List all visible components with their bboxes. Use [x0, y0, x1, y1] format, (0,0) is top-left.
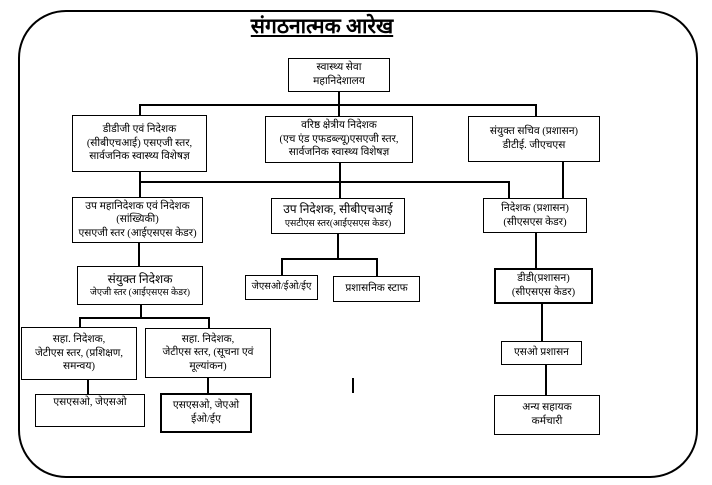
connector-drop-ad-info — [208, 317, 210, 329]
connector-drop-jso — [281, 258, 283, 276]
label-line: जेटीएस स्तर, (सूचना एवं — [162, 347, 254, 359]
connector-adtraining-to-sso — [87, 379, 89, 395]
label-line: एसटीएस स्तर(आईएसएस केडर) — [284, 218, 392, 229]
node-ad-info: सहा. निदेशक, जेटीएस स्तर, (सूचना एवं मूल… — [145, 328, 271, 378]
label-line: एसएसओ, जेएओ — [172, 400, 240, 412]
label-line: निदेशक (प्रशासन) — [501, 202, 569, 214]
node-sso-jso: एसएसओ, जेएसओ — [35, 394, 145, 427]
label-line: (सीएसएस केडर) — [503, 216, 567, 228]
node-ddg-cbhi: डीडीजी एवं निदेशक (सीबीएचआई) एसएजी स्तर,… — [72, 115, 207, 172]
label-line: सहा. निदेशक, — [181, 333, 235, 345]
label-line: (एच एंड एफडब्ल्यू)एसएजी स्तर, — [279, 133, 399, 145]
node-other-staff: अन्य सहायक कर्मचारी — [494, 395, 600, 435]
node-jd: संयुक्त निदेशक जेएजी स्तर (आईएसएस केडर) — [77, 266, 203, 305]
stray-mark — [352, 378, 354, 393]
connector-drop-ddg-cbhi — [139, 104, 141, 116]
connector-ddadmin-to-soadmin — [541, 303, 543, 342]
node-srd: वरिष्ठ क्षेत्रीय निदेशक (एच एंड एफडब्ल्य… — [265, 116, 413, 163]
diagram-border — [18, 10, 698, 478]
label-line: सार्वजनिक स्वास्थ्य विशेषज्ञ — [288, 147, 390, 159]
connector-bus-ad — [79, 317, 209, 319]
label-line: वरिष्ठ क्षेत्रीय निदेशक — [301, 120, 377, 132]
label-line: प्रशासनिक स्टाफ — [345, 283, 408, 295]
connector-diradmin-to-ddadmin — [535, 232, 537, 269]
connector-srd-down — [339, 162, 341, 198]
connector-drop-js-admin — [535, 104, 537, 117]
label-line: उप निदेशक, सीबीएचआई — [283, 202, 393, 217]
connector-soadmin-to-other — [545, 364, 547, 396]
node-jso-eo-ea: जेएसओ/ईओ/ईए — [245, 275, 318, 300]
label-line: कर्मचारी — [531, 416, 563, 427]
label-line: महानिदेशालय — [313, 76, 365, 87]
node-ad-training: सहा. निदेशक, जेटीएस स्तर, (प्रशिक्षण, सम… — [21, 327, 137, 380]
label-line: एसएसओ, जेएसओ — [53, 397, 127, 408]
label-line: सार्वजनिक स्वास्थ्य विशेषज्ञ — [89, 151, 190, 163]
connector-jd-down — [140, 304, 142, 319]
connector-ddcbhi-down — [337, 233, 339, 259]
connector-ddg-cbhi-down — [139, 171, 141, 198]
label-line: जेटीएस स्तर, (प्रशिक्षण, — [34, 347, 124, 359]
connector-stats-to-jd — [138, 243, 140, 267]
label-line: मूल्यांकन) — [189, 360, 227, 372]
label-line: अन्य सहायक — [522, 402, 572, 414]
connector-drop-admin-staff — [376, 258, 378, 277]
node-dd-cbhi: उप निदेशक, सीबीएचआई एसटीएस स्तर(आईएसएस क… — [271, 198, 405, 234]
label-line: एसएजी स्तर (आईएसएस केडर) — [78, 227, 197, 239]
node-dir-admin: निदेशक (प्रशासन) (सीएसएस केडर) — [483, 198, 587, 233]
connector-js-to-dir-admin — [562, 161, 564, 199]
node-admin-staff: प्रशासनिक स्टाफ — [333, 276, 420, 302]
label-line: डीडी(प्रशासन) — [517, 273, 570, 285]
node-ddg-stats: उप महानिदेशक एवं निदेशक (सांख्यिकी) एसएज… — [72, 197, 203, 243]
label-line: (सीएसएस केडर) — [511, 287, 576, 298]
connector-drop-ad-training — [79, 317, 81, 328]
label-line: ईओ/ईए — [191, 414, 221, 425]
connector-drop-dir-admin — [508, 181, 510, 199]
connector-bus-jso-staff — [281, 258, 377, 260]
node-dd-admin: डीडी(प्रशासन) (सीएसएस केडर) — [494, 268, 593, 304]
label-line: जेएसओ/ईओ/ईए — [251, 281, 312, 293]
label-line: जेएजी स्तर (आईएसएस केडर) — [89, 288, 191, 299]
label-line: (सांख्यिकी) — [116, 214, 159, 226]
node-js-admin: संयुक्त सचिव (प्रशासन) डीटीई. जीएचएस — [468, 116, 600, 162]
connector-bus-row3 — [139, 181, 509, 183]
label-line: डीटीई. जीएचएस — [502, 140, 566, 151]
node-so-admin: एसओ प्रशासन — [501, 341, 582, 365]
diagram-title: संगठनात्मक आरेख — [250, 14, 394, 38]
node-dghs: स्वास्थ्य सेवा महानिदेशालय — [288, 58, 390, 92]
label-line: (सीबीएचआई) एसएजी स्तर, — [86, 137, 193, 149]
node-sso-jao: एसएसओ, जेएओ ईओ/ईए — [160, 393, 252, 433]
connector-bus-row2 — [139, 104, 536, 106]
connector-adinfo-to-sso — [207, 377, 209, 394]
label-line: उप महानिदेशक एवं निदेशक — [85, 200, 190, 212]
label-line: स्वास्थ्य सेवा — [316, 62, 362, 74]
label-line: संयुक्त सचिव (प्रशासन) — [489, 126, 579, 138]
label-line: संयुक्त निदेशक — [107, 271, 173, 286]
label-line: डीडीजी एवं निदेशक — [102, 124, 177, 136]
label-line: समन्वय) — [63, 361, 95, 373]
label-line: एसओ प्रशासन — [513, 347, 570, 359]
label-line: सहा. निदेशक, — [52, 334, 106, 346]
